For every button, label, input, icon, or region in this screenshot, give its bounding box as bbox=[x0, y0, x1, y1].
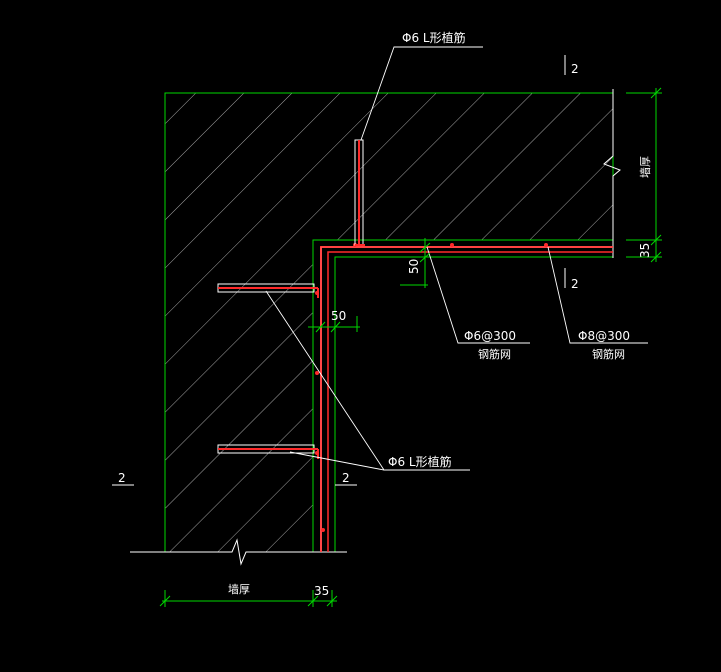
ground-line bbox=[130, 538, 347, 566]
mesh-rebar bbox=[320, 246, 613, 552]
dim-bottom bbox=[159, 590, 338, 607]
label-dim-wall-right: 墙厚 bbox=[638, 156, 652, 178]
label-dim-35-right: 35 bbox=[638, 243, 652, 258]
label-section-bottom: 2 bbox=[571, 277, 579, 291]
label-dim-35-bottom: 35 bbox=[314, 584, 329, 598]
label-section-left: 2 bbox=[118, 471, 126, 485]
dim-right bbox=[626, 87, 662, 263]
label-dim-50-horizontal: 50 bbox=[331, 309, 346, 323]
label-mesh-8-spec: Φ8@300 bbox=[578, 329, 630, 343]
dim-50-vertical bbox=[400, 238, 431, 288]
anchor-bar-upper bbox=[217, 283, 319, 298]
rebar-dots bbox=[315, 243, 548, 532]
label-mesh-6-spec: Φ6@300 bbox=[464, 329, 516, 343]
top-anchor-bar bbox=[354, 139, 365, 246]
label-section-mid: 2 bbox=[342, 471, 350, 485]
right-break-line bbox=[603, 89, 621, 258]
label-top-anchor: Φ6 L形植筋 bbox=[402, 30, 466, 45]
label-dim-50-vertical: 50 bbox=[407, 259, 421, 274]
label-mesh-8-name: 钢筋网 bbox=[592, 347, 625, 361]
label-section-top: 2 bbox=[571, 62, 579, 76]
wall-hatch bbox=[165, 93, 613, 552]
dim-50-horizontal bbox=[308, 316, 360, 333]
layer-outline bbox=[313, 239, 614, 552]
leader-lines bbox=[265, 46, 648, 471]
label-mesh-6-name: 钢筋网 bbox=[478, 347, 511, 361]
label-dim-wall-bottom: 墙厚 bbox=[228, 582, 250, 596]
label-bottom-anchor: Φ6 L形植筋 bbox=[388, 454, 452, 469]
section-markers bbox=[112, 55, 566, 486]
